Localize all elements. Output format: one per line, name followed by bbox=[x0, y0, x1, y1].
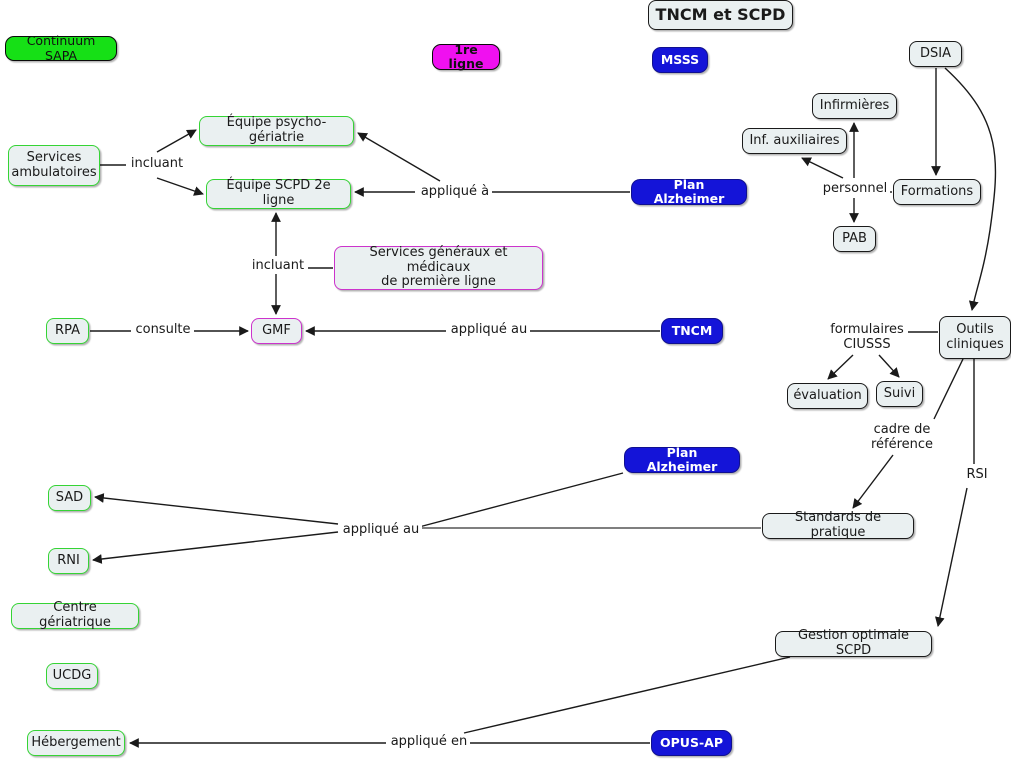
node-opus-ap[interactable]: OPUS-AP bbox=[651, 730, 732, 756]
node-gmf[interactable]: GMF bbox=[251, 318, 302, 344]
node-plan-alzheimer-top[interactable]: Plan Alzheimer bbox=[631, 177, 747, 206]
edge-label-rsi: RSI bbox=[962, 467, 992, 483]
node-equipe-scpd-2e-ligne[interactable]: Équipe SCPD 2e ligne bbox=[206, 178, 351, 209]
node-tncm[interactable]: TNCM bbox=[661, 318, 723, 344]
edge-label-incluant-gmf: incluant bbox=[248, 258, 308, 274]
edge-plan-alzheimer-applique-au bbox=[418, 472, 624, 528]
edge-rsi-gestion-optimale bbox=[935, 487, 968, 627]
edge-formulaires-evaluation bbox=[827, 354, 854, 380]
node-hebergement[interactable]: Hébergement bbox=[27, 730, 125, 756]
legend-1re-ligne[interactable]: 1re ligne bbox=[432, 42, 500, 71]
node-plan-alzheimer-mid[interactable]: Plan Alzheimer bbox=[624, 445, 740, 474]
edge-label-applique-a: appliqué à bbox=[418, 184, 492, 200]
node-sad[interactable]: SAD bbox=[48, 485, 91, 511]
edge-formulaires-suivi bbox=[878, 354, 900, 378]
node-dsia[interactable]: DSIA bbox=[909, 41, 962, 67]
node-equipe-psycho-geriatrie[interactable]: Équipe psycho-gériatrie bbox=[199, 115, 354, 146]
edge-cadre-reference-standards bbox=[852, 454, 894, 509]
node-rpa[interactable]: RPA bbox=[46, 318, 89, 344]
edge-label-consulte: consulte bbox=[132, 322, 194, 338]
edge-label-cadre-de-reference: cadre de référence bbox=[865, 422, 939, 453]
node-rni[interactable]: RNI bbox=[48, 548, 89, 574]
edge-applique-au-sad bbox=[94, 493, 339, 525]
node-formations[interactable]: Formations bbox=[893, 179, 981, 205]
node-gestion-optimale-scpd[interactable]: Gestion optimale SCPD bbox=[775, 628, 932, 658]
edge-applique-au-rni bbox=[92, 531, 339, 564]
edge-label-personnel: personnel bbox=[820, 181, 890, 197]
node-outils-cliniques[interactable]: Outils cliniques bbox=[939, 316, 1011, 359]
node-suivi[interactable]: Suivi bbox=[876, 381, 923, 407]
node-msss[interactable]: MSSS bbox=[652, 47, 708, 73]
node-infirmieres[interactable]: Infirmières bbox=[812, 93, 897, 119]
edge-label-applique-en: appliqué en bbox=[388, 734, 470, 750]
node-centre-geriatrique[interactable]: Centre gériatrique bbox=[11, 600, 139, 630]
edge-personnel-inf-auxiliaires bbox=[801, 157, 844, 179]
edge-applique-a-equipe-psycho bbox=[357, 132, 441, 182]
node-ucdg[interactable]: UCDG bbox=[46, 663, 98, 689]
page-title: TNCM et SCPD bbox=[648, 0, 793, 30]
node-evaluation[interactable]: évaluation bbox=[787, 383, 868, 409]
edge-gestion-optimale-applique-en bbox=[463, 656, 791, 734]
legend-continuum-sapa[interactable]: Continuum SAPA bbox=[5, 33, 117, 62]
edge-incluant-equipe-scpd bbox=[156, 177, 204, 196]
node-services-generaux[interactable]: Services généraux et médicaux de premièr… bbox=[334, 245, 543, 290]
edge-incluant-equipe-psycho bbox=[156, 129, 197, 153]
node-pab[interactable]: PAB bbox=[833, 226, 876, 252]
node-inf-auxiliaires[interactable]: Inf. auxiliaires bbox=[742, 128, 847, 154]
node-standards-pratique[interactable]: Standards de pratique bbox=[762, 510, 914, 540]
edge-label-applique-au-gmf: appliqué au bbox=[448, 322, 530, 338]
edge-label-applique-au-sad-rni: appliqué au bbox=[340, 522, 422, 538]
edge-outils-cadre-reference bbox=[933, 358, 964, 420]
node-services-ambulatoires[interactable]: Services ambulatoires bbox=[8, 145, 100, 186]
edge-label-formulaires-ciusss: formulaires CIUSSS bbox=[826, 322, 908, 353]
edge-label-incluant-services: incluant bbox=[127, 156, 187, 172]
